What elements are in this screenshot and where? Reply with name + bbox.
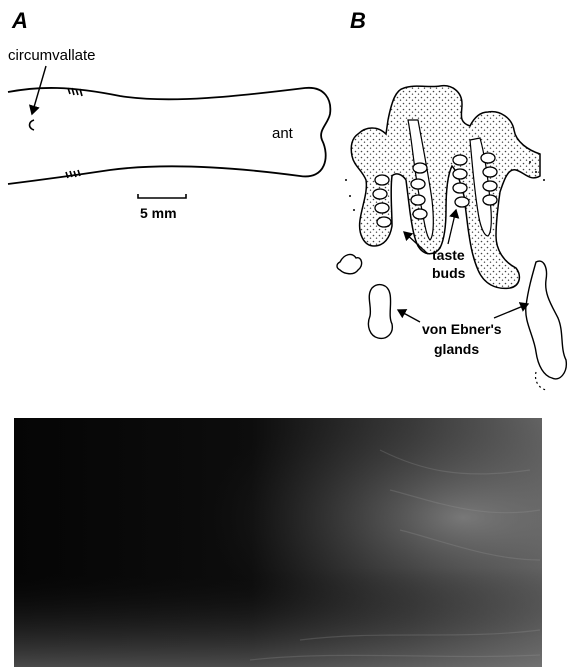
label-glands: glands — [434, 341, 479, 357]
gland-small — [337, 255, 362, 274]
label-taste: taste — [432, 247, 465, 263]
scale-bar — [138, 194, 186, 198]
arrow-taste-buds-right — [448, 210, 456, 244]
panel-b: B — [337, 8, 566, 390]
gland-left — [368, 285, 392, 339]
micrograph-photo — [14, 418, 542, 667]
panel-b-letter: B — [350, 8, 366, 33]
label-ant: ant — [272, 125, 294, 142]
panel-a-letter: A — [11, 8, 28, 33]
label-circumvallate: circumvallate — [8, 47, 96, 64]
arrow-gland-left — [398, 310, 420, 322]
gland-right-tail — [535, 372, 546, 390]
panel-a: A circumvallate ant 5 mm — [8, 8, 330, 221]
circumvallate-mark — [30, 120, 35, 130]
gland-right — [526, 261, 567, 379]
label-von-ebners: von Ebner's — [422, 321, 502, 337]
arrow-circumvallate — [32, 66, 46, 114]
scale-label: 5 mm — [140, 205, 177, 221]
arrow-gland-right — [494, 304, 528, 318]
label-buds: buds — [432, 265, 466, 281]
